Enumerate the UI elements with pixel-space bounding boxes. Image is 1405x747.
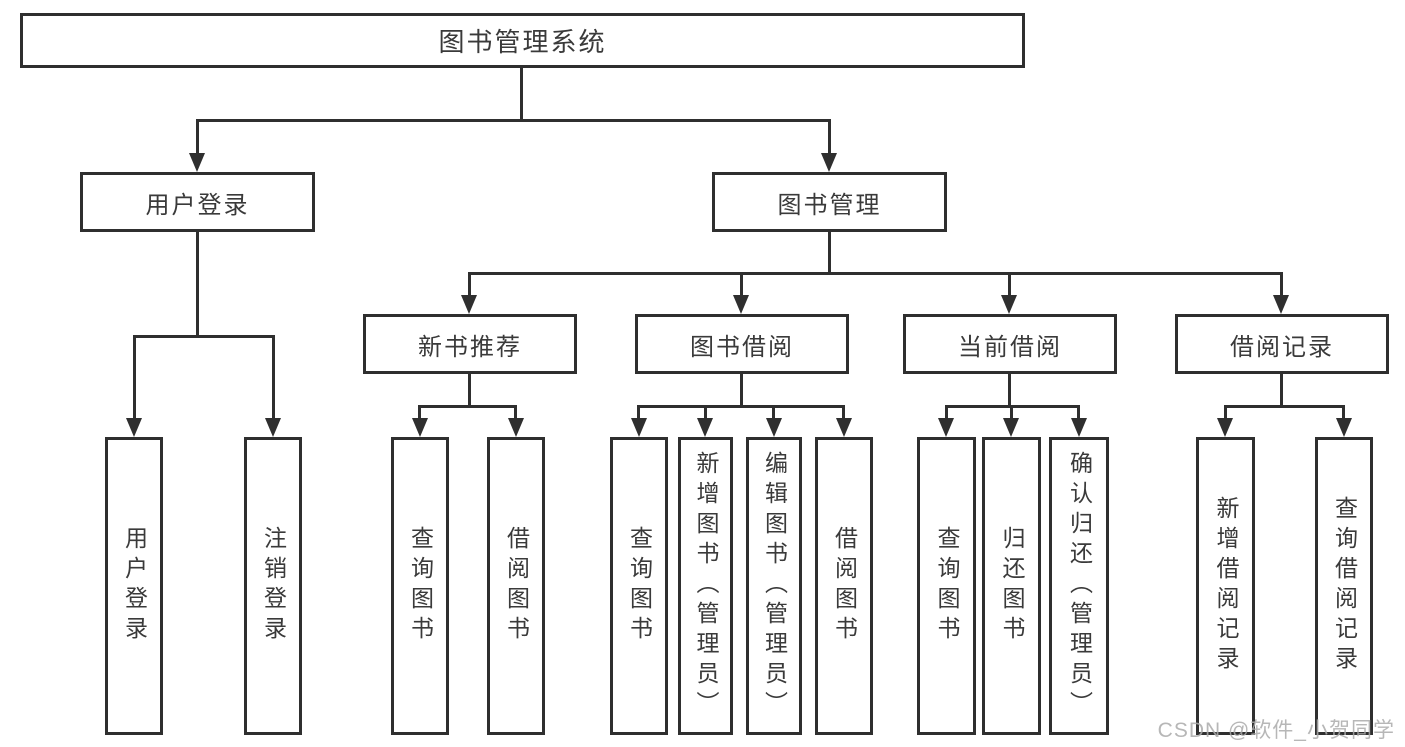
- leaf-bookborrow-edit-admin: 编辑图书（管理员）: [746, 437, 802, 735]
- connector-drop-current-borrow: [1008, 272, 1011, 297]
- connector-new-books-stem: [468, 374, 471, 407]
- connector-borrow-records-bus: [1224, 405, 1345, 408]
- connector-drop-borrow-records: [1280, 272, 1283, 297]
- connector-drop-records-search: [1342, 405, 1345, 420]
- leaf-bookborrow-search: 查询图书: [610, 437, 668, 735]
- leaf-records-add: 新增借阅记录: [1196, 437, 1255, 735]
- connector-drop-borrow-search: [637, 405, 640, 420]
- connector-book-borrow-bus: [637, 405, 845, 408]
- connector-drop-records-add: [1224, 405, 1227, 420]
- arrow-down-icon: [412, 418, 428, 437]
- arrow-down-icon: [126, 418, 142, 437]
- leaf-current-return: 归还图书: [982, 437, 1041, 735]
- leaf-current-search: 查询图书: [917, 437, 976, 735]
- node-borrow-records: 借阅记录: [1175, 314, 1389, 374]
- arrow-down-icon: [631, 418, 647, 437]
- connector-root-bus: [196, 119, 831, 122]
- connector-drop-borrow-edit: [772, 405, 775, 420]
- leaf-bookborrow-add-admin: 新增图书（管理员）: [678, 437, 733, 735]
- arrow-down-icon: [265, 418, 281, 437]
- arrow-down-icon: [1003, 418, 1019, 437]
- arrow-down-icon: [1071, 418, 1087, 437]
- connector-user-login-stem: [196, 232, 199, 337]
- node-root-system: 图书管理系统: [20, 13, 1025, 68]
- connector-drop-leaf-logout: [272, 335, 275, 420]
- connector-drop-newbooks-search: [418, 405, 421, 420]
- node-book-management: 图书管理: [712, 172, 947, 232]
- node-user-login: 用户登录: [80, 172, 315, 232]
- arrow-down-icon: [461, 295, 477, 314]
- arrow-down-icon: [1217, 418, 1233, 437]
- connector-root-stem: [520, 67, 523, 121]
- connector-drop-current-return: [1010, 405, 1013, 420]
- connector-book-management-stem: [828, 232, 831, 275]
- connector-drop-book-management: [828, 119, 831, 155]
- leaf-records-search: 查询借阅记录: [1315, 437, 1373, 735]
- arrow-down-icon: [1001, 295, 1017, 314]
- connector-drop-current-search: [945, 405, 948, 420]
- arrow-down-icon: [1336, 418, 1352, 437]
- csdn-watermark: CSDN @软件_小贺同学: [1157, 719, 1395, 742]
- connector-book-management-bus: [468, 272, 1283, 275]
- leaf-logout: 注销登录: [244, 437, 302, 735]
- arrow-down-icon: [766, 418, 782, 437]
- connector-drop-newbooks-borrow: [514, 405, 517, 420]
- connector-drop-borrow-add: [704, 405, 707, 420]
- node-new-book-recommend: 新书推荐: [363, 314, 577, 374]
- node-book-borrow: 图书借阅: [635, 314, 849, 374]
- leaf-bookborrow-borrow: 借阅图书: [815, 437, 873, 735]
- arrow-down-icon: [1273, 295, 1289, 314]
- connector-current-borrow-stem: [1008, 374, 1011, 407]
- connector-new-books-bus: [418, 405, 517, 408]
- connector-user-login-bus: [133, 335, 275, 338]
- leaf-newbooks-search: 查询图书: [391, 437, 449, 735]
- node-current-borrow: 当前借阅: [903, 314, 1117, 374]
- connector-drop-new-books: [468, 272, 471, 297]
- leaf-newbooks-borrow: 借阅图书: [487, 437, 545, 735]
- connector-drop-book-borrow: [740, 272, 743, 297]
- connector-book-borrow-stem: [740, 374, 743, 407]
- connector-borrow-records-stem: [1280, 374, 1283, 407]
- leaf-user-login: 用户登录: [105, 437, 163, 735]
- connector-drop-borrow-borrow: [842, 405, 845, 420]
- arrow-down-icon: [508, 418, 524, 437]
- arrow-down-icon: [938, 418, 954, 437]
- leaf-current-confirm-admin: 确认归还（管理员）: [1049, 437, 1109, 735]
- arrow-down-icon: [189, 153, 205, 172]
- connector-drop-user-login: [196, 119, 199, 155]
- arrow-down-icon: [733, 295, 749, 314]
- arrow-down-icon: [821, 153, 837, 172]
- arrow-down-icon: [836, 418, 852, 437]
- connector-drop-current-confirm: [1077, 405, 1080, 420]
- connector-drop-leaf-user-login: [133, 335, 136, 420]
- arrow-down-icon: [697, 418, 713, 437]
